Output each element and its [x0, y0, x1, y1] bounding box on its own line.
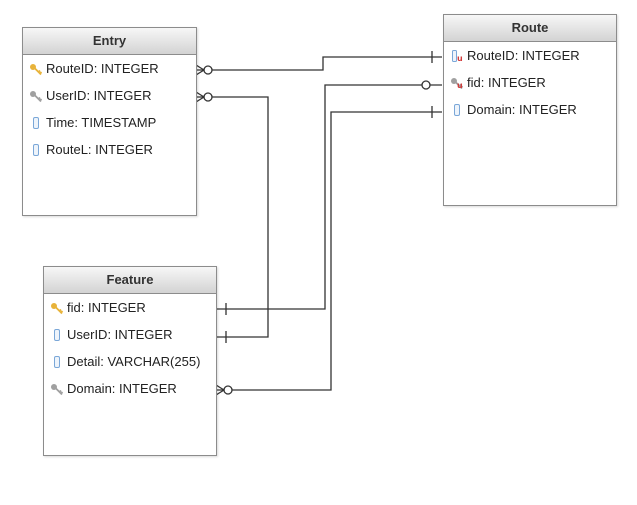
table-column-row[interactable]: fid: INTEGER: [44, 294, 216, 321]
svg-text:u: u: [457, 54, 463, 63]
table-title: Entry: [23, 28, 196, 55]
column-label: Detail: VARCHAR(255): [67, 354, 201, 369]
column-label: UserID: INTEGER: [67, 327, 173, 342]
relationship-line-feature-route-domain: [216, 111, 442, 391]
column-label: RouteID: INTEGER: [46, 61, 159, 76]
column-list: RouteID: INTEGER UserID: INTEGER Time: TIM…: [23, 55, 196, 163]
column-list: fid: INTEGER UserID: INTEGER Detail: VARCH…: [44, 294, 216, 402]
column-icon: [450, 103, 464, 117]
table-column-row[interactable]: RouteL: INTEGER: [23, 136, 196, 163]
optional-marker: [421, 80, 431, 90]
column-list: u RouteID: INTEGER u fid: INTEGER Domain: IN…: [444, 42, 616, 123]
optional-marker: [223, 385, 233, 395]
relationship-line-feature-route-fid: [216, 84, 442, 310]
primary-key-icon: [29, 62, 43, 76]
column-label: Domain: INTEGER: [467, 102, 577, 117]
table-column-row[interactable]: UserID: INTEGER: [44, 321, 216, 348]
primary-key-icon: [50, 301, 64, 315]
foreign-key-icon: [29, 89, 43, 103]
relationship-line-entry-feature-userid: [196, 96, 269, 338]
table-title: Feature: [44, 267, 216, 294]
table-title: Route: [444, 15, 616, 42]
feature-table[interactable]: Feature fid: INTEGER UserID: INTEGER Detai…: [43, 266, 217, 456]
optional-marker: [203, 65, 213, 75]
foreign-unique-key-icon: u: [450, 76, 464, 90]
table-column-row[interactable]: UserID: INTEGER: [23, 82, 196, 109]
column-icon: [50, 328, 64, 342]
unique-key-icon: u: [450, 49, 464, 63]
entry-table[interactable]: Entry RouteID: INTEGER UserID: INTEGER Tim…: [22, 27, 197, 216]
table-column-row[interactable]: u fid: INTEGER: [444, 69, 616, 96]
column-label: RouteID: INTEGER: [467, 48, 580, 63]
foreign-key-icon: [50, 382, 64, 396]
table-column-row[interactable]: RouteID: INTEGER: [23, 55, 196, 82]
optional-marker: [203, 92, 213, 102]
table-column-row[interactable]: Domain: INTEGER: [44, 375, 216, 402]
table-column-row[interactable]: Domain: INTEGER: [444, 96, 616, 123]
column-label: fid: INTEGER: [67, 300, 146, 315]
route-table[interactable]: Route u RouteID: INTEGER u fid: INTEGER Doma…: [443, 14, 617, 206]
table-column-row[interactable]: u RouteID: INTEGER: [444, 42, 616, 69]
column-label: RouteL: INTEGER: [46, 142, 153, 157]
column-icon: [29, 116, 43, 130]
column-label: UserID: INTEGER: [46, 88, 152, 103]
column-icon: [50, 355, 64, 369]
column-label: Time: TIMESTAMP: [46, 115, 157, 130]
table-column-row[interactable]: Detail: VARCHAR(255): [44, 348, 216, 375]
relationship-line-entry-route-routeid: [196, 56, 442, 71]
svg-text:u: u: [457, 81, 463, 90]
column-label: fid: INTEGER: [467, 75, 546, 90]
column-label: Domain: INTEGER: [67, 381, 177, 396]
table-column-row[interactable]: Time: TIMESTAMP: [23, 109, 196, 136]
column-icon: [29, 143, 43, 157]
